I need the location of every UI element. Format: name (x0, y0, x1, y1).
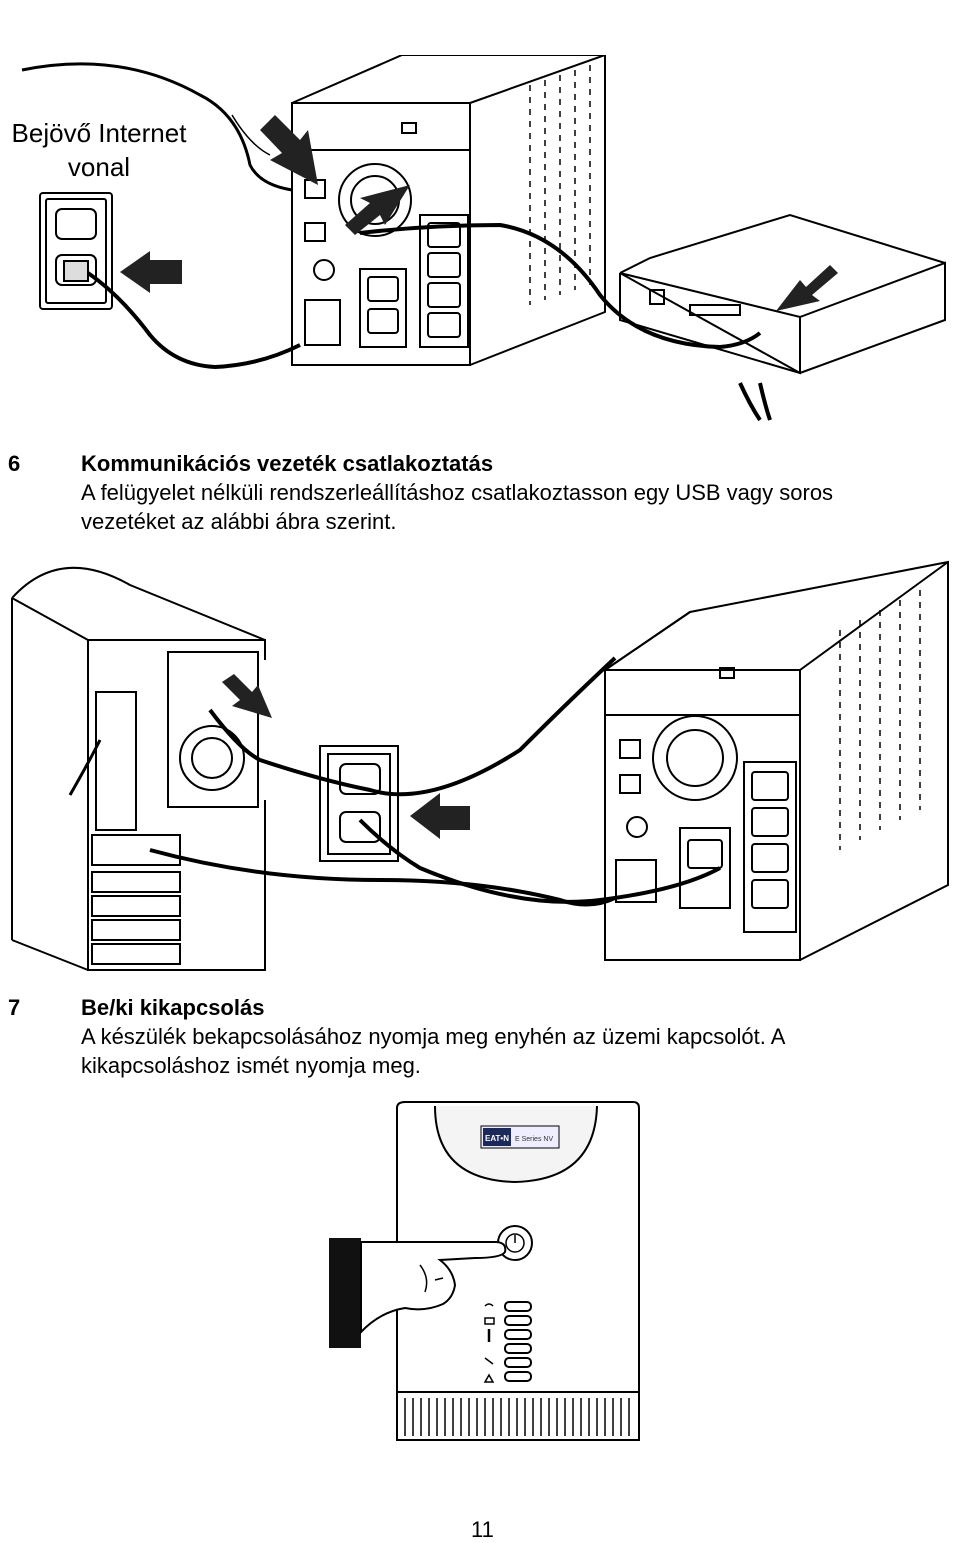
arrow-icon (120, 115, 838, 311)
status-icons (483, 1303, 495, 1383)
figure-ups-front-panel: EAT•N E Series NV (325, 1100, 645, 1445)
section-7-text-line1: A készülék bekapcsolásához nyomja meg en… (81, 1024, 786, 1049)
section-7-title: Be/ki kikapcsolás (81, 995, 265, 1020)
figure-internet-connection (0, 54, 960, 435)
section-6-text-line1: A felügyelet nélküli rendszerleállításho… (81, 480, 834, 505)
internet-connection-drawing (21, 54, 946, 422)
figure-communication-cable (0, 550, 960, 980)
led-indicators (504, 1301, 532, 1382)
pressing-hand-drawing (329, 1238, 507, 1348)
model-label: E Series NV (515, 1136, 553, 1143)
section-7-text-line2: kikapcsoláshoz ismét nyomja meg. (81, 1053, 421, 1078)
section-7-number: 7 (8, 995, 21, 1020)
section-6-text-line2: vezetéket az alábbi ábra szerint. (81, 509, 397, 534)
section-6-title: Kommunikációs vezeték csatlakoztatás (81, 451, 494, 476)
incoming-internet-label: Bejövő Internet vonal (11, 118, 187, 182)
page-number: 11 (471, 1517, 494, 1542)
power-icon (505, 1233, 525, 1253)
brand-logo: EAT•N (485, 1134, 509, 1143)
communication-cable-drawing (11, 560, 949, 971)
arrow-icon (222, 674, 470, 839)
ups-front-drawing: EAT•N E Series NV (329, 1101, 640, 1441)
section-6-number: 6 (8, 451, 21, 476)
